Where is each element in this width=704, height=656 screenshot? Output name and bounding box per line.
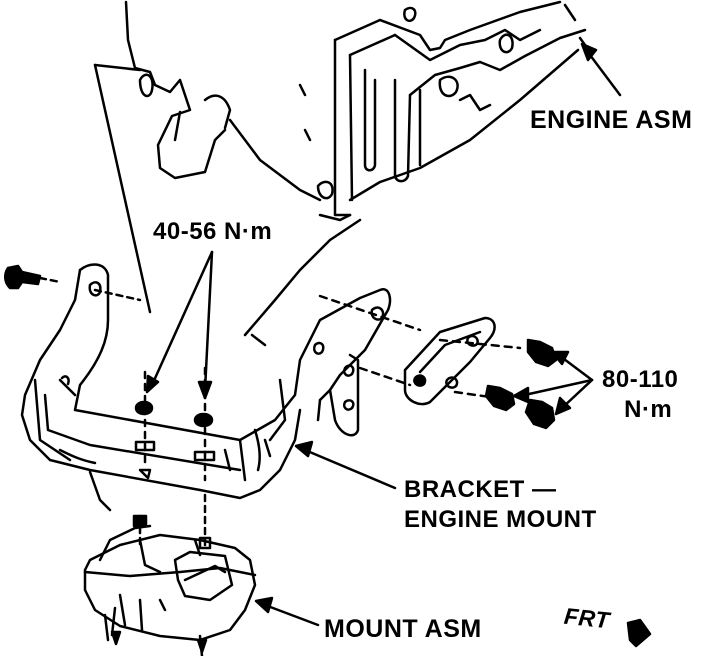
engine-block (93, 0, 587, 347)
right-torque-label: 80-110 N·m (602, 368, 678, 422)
engine-asm-leader (580, 42, 622, 97)
right-bolts (484, 338, 558, 430)
engine-asm-label: ENGINE ASM (530, 106, 693, 134)
mount-asm-leader (254, 596, 320, 627)
bracket-leader (294, 440, 397, 490)
right-torque-unit: N·m (624, 396, 673, 423)
engine-mount-assembly (83, 493, 257, 656)
right-torque-arrows (512, 350, 594, 416)
engine-mount-bracket (20, 263, 392, 512)
front-arrow-icon (626, 618, 652, 648)
left-bolt (4, 264, 142, 302)
upper-torque-arrows (145, 250, 214, 400)
right-torque-value: 80-110 (602, 366, 679, 393)
side-plate (318, 294, 522, 406)
bracket-label-line1: BRACKET — (404, 476, 557, 503)
front-label: FRT (562, 602, 612, 634)
bracket-label-line2: ENGINE MOUNT (404, 506, 597, 533)
mount-asm-label: MOUNT ASM (324, 615, 482, 643)
upper-torque-label: 40-56 N·m (153, 218, 273, 245)
